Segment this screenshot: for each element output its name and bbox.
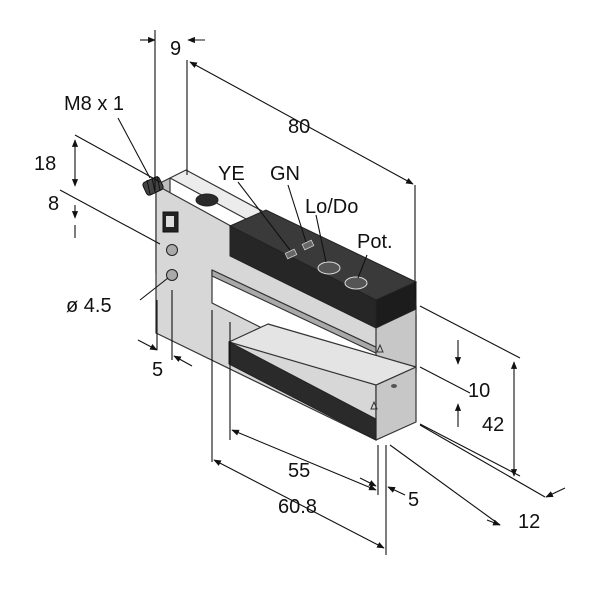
- dimension-lines: [59, 30, 566, 555]
- lower-triangle-mark: [370, 400, 378, 410]
- label-hole-offset: 5: [152, 359, 163, 381]
- mount-hole-lower: [166, 269, 178, 281]
- label-height-8: 8: [48, 193, 59, 215]
- led-yellow-icon: [284, 248, 298, 260]
- label-depth: 12: [518, 511, 540, 533]
- dimension-labels: M8 x 1 9 80 YE GN Lo/Do Pot. 18 8 ø 4.5 …: [34, 38, 540, 533]
- top-hole: [195, 193, 219, 207]
- label-connector-offset: 9: [170, 38, 181, 60]
- label-led-yellow: YE: [218, 163, 245, 185]
- emitter-dot: [391, 384, 397, 388]
- label-thread: M8 x 1: [64, 93, 124, 115]
- potentiometer-icon: [344, 276, 368, 290]
- label-hole-diameter: ø 4.5: [66, 295, 112, 317]
- lo-do-switch-icon: [317, 261, 341, 275]
- panel-side: [375, 281, 417, 329]
- mount-hole-upper: [166, 244, 178, 256]
- label-total-length: 80: [288, 116, 310, 138]
- lower-arm-top: [228, 323, 417, 386]
- label-switch-mode: Lo/Do: [305, 196, 358, 218]
- label-slot-length: 55: [288, 460, 310, 482]
- label-led-green: GN: [270, 163, 300, 185]
- sensor-body: [155, 169, 417, 441]
- upper-triangle-mark: [376, 343, 384, 353]
- label-body-length: 60.8: [278, 496, 317, 518]
- label-total-height: 42: [482, 414, 504, 436]
- led-green-icon: [301, 239, 315, 251]
- label-potentiometer: Pot.: [357, 231, 393, 253]
- label-slot-width: 10: [468, 380, 490, 402]
- label-height-18: 18: [34, 153, 56, 175]
- label-tip-offset: 5: [408, 489, 419, 511]
